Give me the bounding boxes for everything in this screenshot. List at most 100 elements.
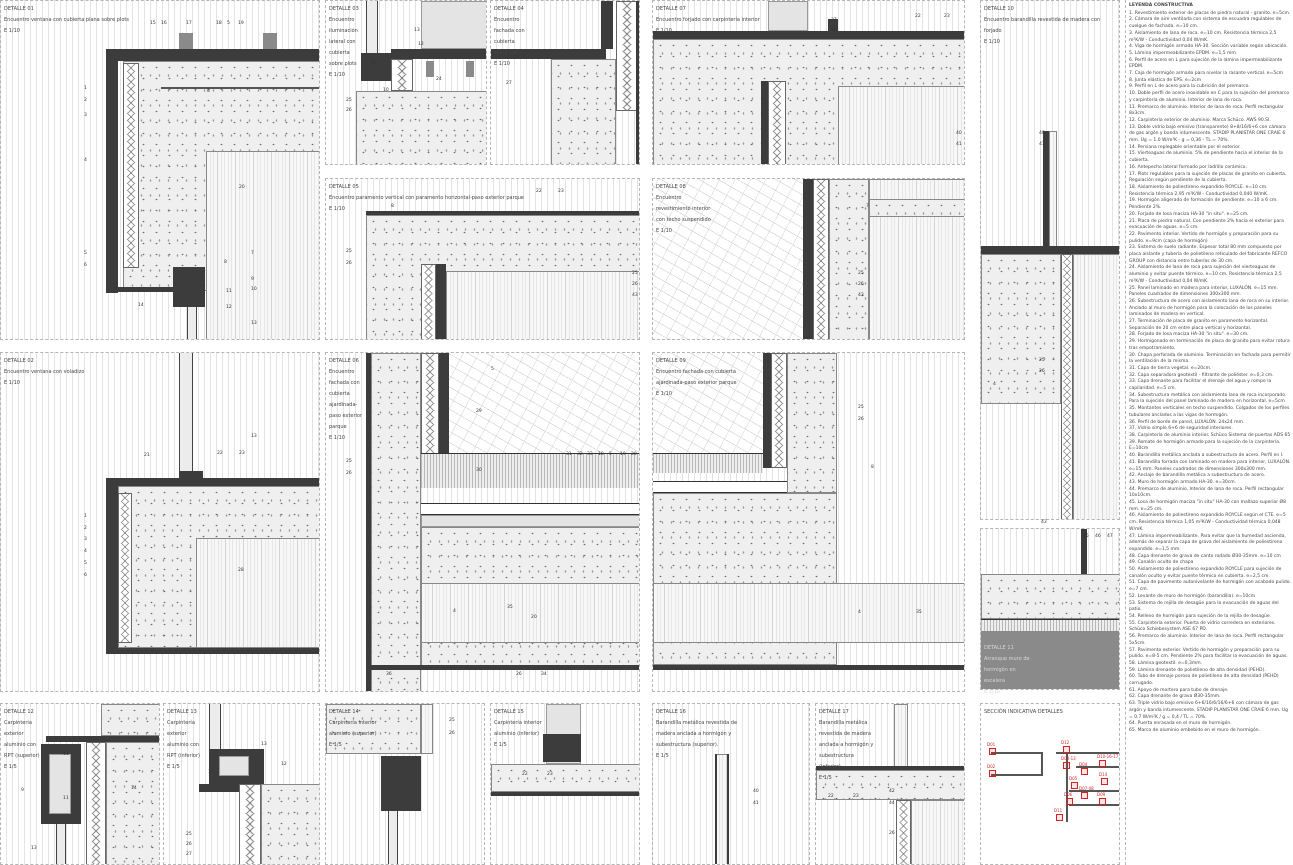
slab xyxy=(491,764,639,792)
detail-marker-label: D11 xyxy=(1054,808,1063,813)
detail-desc: Encuentro barandilla revestida de madera… xyxy=(984,17,1101,34)
callout-number: 24 xyxy=(436,77,442,82)
wall xyxy=(761,81,768,164)
callout-number: 41 xyxy=(956,142,962,147)
wood-panel xyxy=(421,704,433,754)
callout-number: 22 xyxy=(828,794,834,799)
railing-edge xyxy=(727,754,729,864)
legend-item: 21. Placa de piedra natural. Con pendien… xyxy=(1129,218,1284,231)
callout-number: 27 xyxy=(186,852,192,857)
detail-label: DETALLE 16 xyxy=(656,709,686,715)
detail-desc: Carpintería interior aluminio (inferior) xyxy=(494,720,542,737)
concrete-wall xyxy=(787,353,837,493)
floor-finish xyxy=(653,31,964,39)
callout-number: 8 xyxy=(871,465,874,470)
callout-number: 30 xyxy=(476,468,482,473)
window-sill xyxy=(118,287,178,292)
slab xyxy=(981,254,1061,404)
insulation xyxy=(118,493,132,643)
detail-marker-label: D02 xyxy=(987,764,996,769)
callout-number: 14 xyxy=(138,303,144,308)
legend-item: 54. Relleno de hormigón para sujeción de… xyxy=(1129,613,1272,619)
callout-number: 43 xyxy=(858,293,864,298)
callout-number: 33 xyxy=(587,452,593,457)
legend-item: 20. Forjado de losa maciza HA-30 "in sit… xyxy=(1129,211,1249,217)
legend-item: 36. Perfil de borde de pared, LUXALÓN. 2… xyxy=(1129,419,1245,425)
detail-scale: E 1/10 xyxy=(656,28,672,34)
detail-label: DETALLE 02 xyxy=(4,358,34,364)
legend-item: 37. Vidrio simple 6+6 de seguridad inter… xyxy=(1129,426,1233,432)
legend-item: 52. Levante de muro de hormigón (barandi… xyxy=(1129,593,1256,599)
callout-number: 11 xyxy=(63,796,69,801)
callout-number: 19 xyxy=(238,21,244,26)
detail-label: DETALLE 12 xyxy=(4,709,34,715)
detail-marker-label: D12 xyxy=(1061,740,1070,745)
ceiling-panel xyxy=(838,86,964,164)
legend-item: 15. Vierteaguas de aluminio. 5% de pendi… xyxy=(1129,151,1283,164)
detail-desc: Encuentro fachada con cubierta ajardinad… xyxy=(656,369,737,386)
window-glass xyxy=(187,307,197,339)
stone-cladding xyxy=(106,61,118,293)
wood-wall xyxy=(1073,254,1119,519)
callout-number: 12 xyxy=(226,305,232,310)
legend-item: 32. Capa separadora geotextil - filtrant… xyxy=(1129,372,1274,378)
callout-number: 8 xyxy=(391,204,394,209)
callout-number: 45 xyxy=(1083,534,1089,539)
legend-item: 47. Lámina impermeabilizante. Para evita… xyxy=(1129,533,1286,552)
stone-cladding xyxy=(106,486,118,651)
callout-number: 40 xyxy=(1039,131,1045,136)
legend-item: 46. Aislamiento de poliestireno expandid… xyxy=(1129,513,1286,532)
callout-number: 32 xyxy=(577,452,583,457)
detail-marker-label: D03-13 xyxy=(1061,756,1076,761)
callout-number: 40 xyxy=(753,789,759,794)
callout-number: 8 xyxy=(224,260,227,265)
callout-number: 26 xyxy=(1039,369,1045,374)
window-glass xyxy=(366,1,378,53)
legend-item: 42. Anclaje de barandilla metálica a sub… xyxy=(1129,473,1266,479)
callout-number: 12 xyxy=(281,762,287,767)
drawing-area xyxy=(491,1,639,164)
drawing-area xyxy=(1,353,319,691)
detail-scale: E 1/10 xyxy=(984,689,1000,695)
drawing-area xyxy=(491,704,639,864)
legend-list: 1. Revestimiento exterior de placas de p… xyxy=(1129,11,1291,735)
legend-item: 18. Aislamiento de poliestireno expandid… xyxy=(1129,184,1269,197)
detail-label: DETALLE 17 xyxy=(819,709,849,715)
planting-soil xyxy=(653,353,763,453)
drawing-area xyxy=(326,179,639,339)
detail-scale: E 1/10 xyxy=(329,72,345,78)
detail-label: DETALLE 11 xyxy=(984,645,1014,651)
callout-number: 1 xyxy=(84,86,87,91)
drawing-area xyxy=(981,704,1119,864)
callout-number: 2 xyxy=(84,526,87,531)
interior-wood-panel xyxy=(196,538,319,648)
detail-label: DETALLE 15 xyxy=(494,709,524,715)
detail-title: DETALLE 17 Barandilla metálica revestida … xyxy=(819,707,874,784)
detail-scale: E 1/5 xyxy=(4,764,17,770)
callout-number: 26 xyxy=(858,417,864,422)
concrete xyxy=(101,704,159,736)
callout-number: 25 xyxy=(449,718,455,723)
railing xyxy=(1081,529,1087,574)
detail-desc: Encuentro revestimiento interior con tec… xyxy=(656,195,711,223)
callout-number: 13 xyxy=(31,846,37,851)
callout-number: 23 xyxy=(944,14,950,19)
detail-desc: Barandilla metálica revestida de madera … xyxy=(819,720,874,770)
callout-number: 29 xyxy=(476,409,482,414)
gravel-layer xyxy=(421,453,639,488)
drawing-area xyxy=(981,1,1119,519)
callout-number: 26 xyxy=(632,282,638,287)
callout-number: 14 xyxy=(131,786,137,791)
window-frame xyxy=(173,267,205,307)
legend-item: 58. Lámina geotextil. e=0,3mm. xyxy=(1129,660,1203,666)
legend-item: 11. Premarco de aluminio. Interior de la… xyxy=(1129,104,1284,117)
legend-item: 53. Sistema de rejilla de desagüe para l… xyxy=(1129,600,1279,613)
callout-number: 26 xyxy=(858,282,864,287)
